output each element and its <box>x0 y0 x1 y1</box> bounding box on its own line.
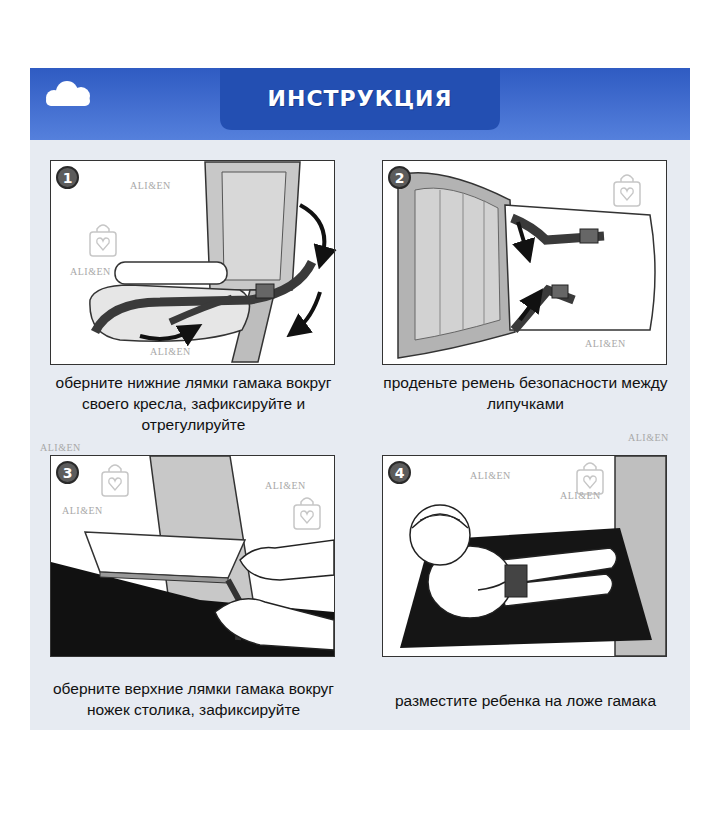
seat-strap-figure <box>90 162 324 362</box>
child-hammock-figure <box>400 456 666 656</box>
watermark: ALI&EN <box>585 338 626 349</box>
background-panel <box>30 140 690 730</box>
watermark: ALI&EN <box>265 480 306 491</box>
watermark: ALI&EN <box>560 490 601 501</box>
step-number: 4 <box>388 461 411 484</box>
step-caption: проденьте ремень безопасности между липу… <box>376 372 676 414</box>
callout-number: 1 <box>63 171 73 185</box>
step-number: 1 <box>56 166 79 189</box>
callout-number: 3 <box>63 466 73 480</box>
watermark: ALI&EN <box>40 442 81 453</box>
callout-number: 2 <box>395 171 405 185</box>
watermark: ALI&EN <box>628 432 669 443</box>
watermark: ALI&EN <box>130 180 171 191</box>
step-caption-text: оберните верхние лямки гамака вокруг нож… <box>44 678 344 720</box>
step-caption: оберните нижние лямки гамака вокруг свое… <box>44 372 344 435</box>
page-title: ИНСТРУКЦИЯ <box>268 86 453 111</box>
step-caption: разместите ребенка на ложе гамака <box>371 690 681 711</box>
watermark: ALI&EN <box>150 346 191 357</box>
step-number: 3 <box>56 461 79 484</box>
step-caption: оберните верхние лямки гамака вокруг нож… <box>44 678 344 720</box>
watermark: ALI&EN <box>70 266 111 277</box>
step-caption-text: оберните нижние лямки гамака вокруг свое… <box>44 372 344 435</box>
seatbelt-figure <box>398 173 655 358</box>
step-panel: разместите ребенка на ложе гамака4 <box>382 455 667 657</box>
step-caption-text: разместите ребенка на ложе гамака <box>371 690 681 711</box>
header-band <box>30 68 690 140</box>
step-panel: оберните нижние лямки гамака вокруг свое… <box>50 160 335 365</box>
watermark: ALI&EN <box>62 505 103 516</box>
watermark: ALI&EN <box>470 470 511 481</box>
step-panel: проденьте ремень безопасности между липу… <box>382 160 667 365</box>
step-number: 2 <box>388 166 411 189</box>
tray-table-figure <box>51 456 334 656</box>
step-caption-text: проденьте ремень безопасности между липу… <box>376 372 676 414</box>
callout-number: 4 <box>395 466 405 480</box>
